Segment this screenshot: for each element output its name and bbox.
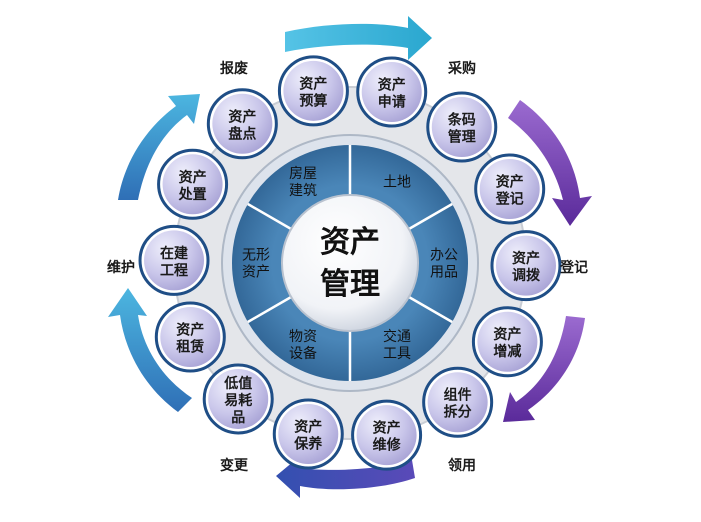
wheel-segment-label: 物资 xyxy=(289,329,317,345)
bubble-label: 预算 xyxy=(299,92,327,109)
arrow-bottom xyxy=(276,456,415,498)
wheel-segment-label: 交通 xyxy=(383,328,411,345)
bubble-fill xyxy=(495,235,556,296)
bubble-ring: 资产预算资产申请条码管理资产登记资产调拨资产增减组件拆分资产维修资产保养低值易耗… xyxy=(138,55,562,471)
bubble-label: 资产 xyxy=(294,418,322,435)
bubble-label: 资产 xyxy=(373,420,401,437)
wheel-segment-label: 资产 xyxy=(242,265,270,281)
bubble-fill xyxy=(278,403,339,464)
bubble-fill xyxy=(356,405,417,466)
bubble-label: 增减 xyxy=(493,343,521,360)
cycle-label-scrap: 报废 xyxy=(220,61,248,77)
bubble-fill xyxy=(212,93,273,154)
arrow-left-upper xyxy=(118,94,200,200)
wheel-segment-label: 建筑 xyxy=(289,183,317,199)
bubble-label: 资产 xyxy=(378,77,406,94)
bubble-label: 在建 xyxy=(160,245,188,262)
bubble-fill xyxy=(283,60,344,121)
wheel-segment-label: 办公 xyxy=(430,248,458,264)
center-title-line1: 资产 xyxy=(320,225,380,260)
bubble-label: 品 xyxy=(231,410,245,426)
bubble-label: 组件 xyxy=(444,387,472,404)
wheel-segment-label: 无形 xyxy=(242,248,270,264)
bubble-label: 资产 xyxy=(299,75,327,92)
wheel-segment-label: 设备 xyxy=(289,345,317,362)
cycle-label-change: 变更 xyxy=(220,458,248,474)
cycle-label-maintain: 维护 xyxy=(107,260,135,276)
arrow-right-lower xyxy=(503,316,585,422)
cycle-arrows xyxy=(108,16,592,498)
bubble-fill xyxy=(361,62,422,123)
bubble-label: 资产 xyxy=(512,250,540,267)
bubble-fill xyxy=(208,368,269,429)
center-hub xyxy=(281,194,419,332)
wheel-segment-label: 土地 xyxy=(383,175,411,191)
bubble-fill xyxy=(162,154,223,215)
bubble-label: 维修 xyxy=(373,437,402,454)
center-title-line2: 管理 xyxy=(320,267,380,302)
wheel-dividers xyxy=(247,145,453,381)
arrow-left-lower xyxy=(108,288,192,412)
bubble-label: 资产 xyxy=(179,169,207,186)
bubble-label: 管理 xyxy=(448,129,476,146)
bubble-label: 资产 xyxy=(493,326,521,343)
bubble-label: 低值 xyxy=(223,375,252,392)
cycle-label-receive: 领用 xyxy=(448,458,476,474)
bubble-fill xyxy=(477,311,538,372)
cycle-label-register: 登记 xyxy=(560,260,588,276)
bubble-label: 资产 xyxy=(496,174,524,191)
bubble-label: 条码 xyxy=(447,112,476,129)
bubble-fill xyxy=(431,97,492,158)
bubble-label: 登记 xyxy=(495,191,524,208)
bubble-label: 处置 xyxy=(178,186,207,203)
bubble-label: 资产 xyxy=(176,321,204,338)
arrow-right xyxy=(508,100,592,226)
bubble-label: 调拨 xyxy=(512,267,541,284)
wheel-segment-label: 房屋 xyxy=(289,166,317,182)
bubble-fill xyxy=(427,372,488,433)
wheel-divider xyxy=(408,202,453,231)
wheel-segment-label: 用品 xyxy=(430,265,458,281)
cycle-label-purchase: 采购 xyxy=(448,61,476,77)
bubble-label: 申请 xyxy=(378,94,406,111)
arrow-top xyxy=(285,16,432,60)
bubble-fill xyxy=(144,230,205,291)
bubble-fill xyxy=(479,159,540,220)
bubble-label: 租赁 xyxy=(176,338,204,355)
bubble-label: 保养 xyxy=(293,435,323,452)
wheel-divider xyxy=(247,295,292,324)
wheel-divider xyxy=(247,202,292,231)
bubble-label: 易耗 xyxy=(224,392,252,409)
bubble-label: 资产 xyxy=(228,108,256,125)
bubble-label: 盘点 xyxy=(228,125,256,142)
bubble-fill xyxy=(160,306,221,367)
wheel-segment-label: 工具 xyxy=(383,346,411,362)
bubble-label: 拆分 xyxy=(444,404,472,421)
bubble-label: 工程 xyxy=(160,263,188,279)
wheel-divider xyxy=(408,295,453,324)
